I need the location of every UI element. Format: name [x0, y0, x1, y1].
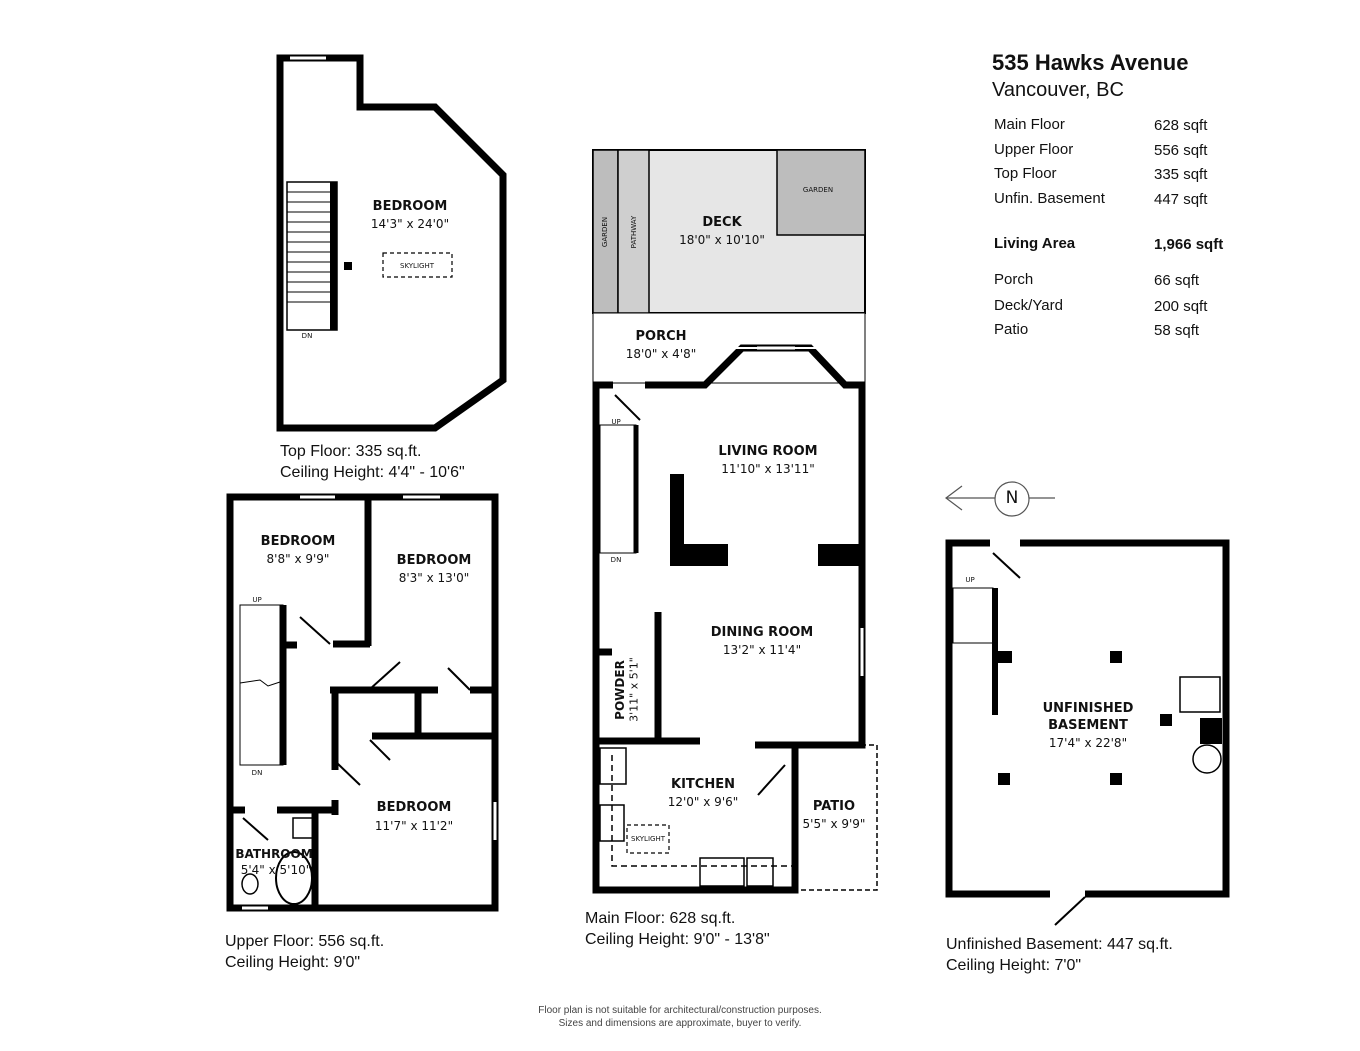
summary-value: 447 sqft — [1154, 191, 1208, 208]
pathway-strip — [617, 149, 650, 314]
living-area-value: 1,966 sqft — [1154, 236, 1224, 253]
fridge — [599, 747, 627, 785]
property-city: Vancouver, BC — [992, 79, 1124, 101]
room-name: BEDROOM — [396, 553, 472, 568]
post — [344, 262, 352, 270]
garden-label: GARDEN — [802, 186, 834, 194]
stair-label: UP — [611, 418, 621, 426]
disclaimer-line-1: Floor plan is not suitable for architect… — [538, 1005, 822, 1016]
basement-walls — [945, 539, 1230, 898]
stairs — [952, 587, 994, 644]
room-dimensions: 3'11" x 5'1" — [627, 657, 641, 722]
north-compass — [945, 481, 1055, 517]
room-dimensions: 8'3" x 13'0" — [398, 571, 470, 585]
garden-bed — [776, 149, 866, 236]
pathway-label: PATHWAY — [630, 215, 638, 249]
floor-caption: Unfinished Basement: 447 sq.ft. — [946, 936, 1173, 953]
room-name: PORCH — [635, 329, 687, 344]
room-name: LIVING ROOM — [718, 444, 818, 459]
ceiling-height: Ceiling Height: 7'0" — [946, 957, 1082, 974]
skylight — [382, 252, 453, 278]
floor-caption: Upper Floor: 556 sq.ft. — [225, 933, 385, 950]
summary-label: Patio — [994, 321, 1029, 338]
room-name: BEDROOM — [376, 800, 452, 815]
main-floor-plan — [592, 149, 878, 894]
disclaimer-line-2: Sizes and dimensions are approximate, bu… — [558, 1018, 802, 1029]
summary-label: Main Floor — [994, 116, 1065, 133]
summary-value: 556 sqft — [1154, 142, 1208, 159]
top-floor-plan — [276, 54, 507, 432]
sink — [292, 817, 314, 839]
floor-caption: Top Floor: 335 sq.ft. — [280, 443, 422, 460]
summary-value: 200 sqft — [1154, 298, 1208, 315]
room-name: PATIO — [812, 799, 856, 814]
double-sink — [699, 857, 745, 887]
room-name: DINING ROOM — [710, 625, 814, 640]
summary-label: Deck/Yard — [994, 297, 1063, 314]
room-name: DECK — [702, 215, 742, 230]
basement-plan — [945, 539, 1230, 926]
water-heater — [1192, 744, 1222, 774]
stair-treads — [287, 191, 330, 303]
stair-label: UP — [252, 596, 262, 604]
ceiling-height: Ceiling Height: 9'0" - 13'8" — [585, 931, 770, 948]
ceiling-height: Ceiling Height: 4'4" - 10'6" — [280, 464, 465, 481]
main-walls — [645, 344, 866, 749]
stairs — [286, 181, 338, 331]
upper-floor-plan — [226, 493, 499, 912]
summary-label: Upper Floor — [994, 141, 1074, 158]
room-dimensions: 18'0" x 4'8" — [625, 347, 697, 361]
furnace — [1179, 676, 1221, 713]
room-name: POWDER — [613, 660, 627, 720]
compass-label: N — [1005, 488, 1019, 508]
room-dimensions: 18'0" x 10'10" — [679, 233, 765, 247]
dishwasher — [746, 857, 774, 887]
room-name: BEDROOM — [260, 534, 336, 549]
floor-caption: Main Floor: 628 sq.ft. — [585, 910, 736, 927]
room-dimensions: 13'2" x 11'4" — [722, 643, 802, 657]
room-dimensions: 5'4" x 5'10" — [240, 863, 312, 877]
stairs — [239, 604, 284, 766]
room-dimensions: 11'7" x 11'2" — [374, 819, 454, 833]
room-name: KITCHEN — [671, 777, 735, 792]
room-dimensions: 12'0" x 9'6" — [667, 795, 739, 809]
toilet — [241, 873, 259, 895]
living-area-label: Living Area — [994, 235, 1076, 252]
room-name: UNFINISHED BASEMENT — [1042, 701, 1134, 733]
summary-value: 66 sqft — [1154, 272, 1200, 289]
room-dimensions: 14'3" x 24'0" — [370, 217, 450, 231]
ceiling-height: Ceiling Height: 9'0" — [225, 954, 361, 971]
summary-value: 58 sqft — [1154, 322, 1200, 339]
summary-label: Porch — [994, 271, 1034, 288]
skylight-label: SKYLIGHT — [400, 262, 434, 270]
room-dimensions: 5'5" x 9'9" — [802, 817, 866, 831]
summary-label: Unfin. Basement — [994, 190, 1105, 207]
room-dimensions: 17'4" x 22'8" — [1048, 736, 1128, 750]
room-dimensions: 11'10" x 13'11" — [721, 462, 815, 476]
summary-value: 628 sqft — [1154, 117, 1208, 134]
room-dimensions: 8'8" x 9'9" — [266, 552, 330, 566]
top-floor-walls — [276, 54, 507, 432]
patio-area — [796, 744, 878, 891]
stair-label: DN — [301, 332, 313, 340]
garden-label: GARDEN — [601, 216, 609, 248]
room-name: BATHROOM — [235, 847, 313, 861]
tub — [275, 851, 313, 905]
room-name: BEDROOM — [372, 199, 448, 214]
skylight-label: SKYLIGHT — [631, 835, 665, 843]
stairs — [599, 424, 637, 554]
property-title: 535 Hawks Avenue — [992, 50, 1189, 75]
stair-label: DN — [610, 556, 622, 564]
skylight — [626, 824, 670, 854]
stair-label: UP — [965, 576, 975, 584]
stair-label: DN — [251, 769, 263, 777]
summary-label: Top Floor — [994, 165, 1057, 182]
upper-floor-walls — [226, 493, 499, 912]
summary-value: 335 sqft — [1154, 166, 1208, 183]
